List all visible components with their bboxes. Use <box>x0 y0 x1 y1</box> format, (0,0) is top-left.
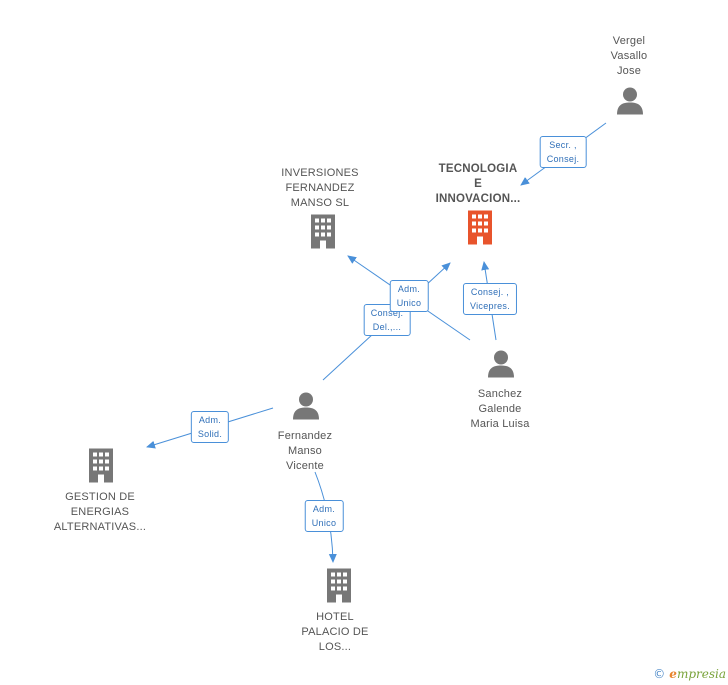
sanchez-node-label[interactable]: Sanchez Galende Maria Luisa <box>470 388 530 430</box>
edge-label-sanchez-tecnologia[interactable]: Consej. , Vicepres. <box>462 283 518 315</box>
copyright-icon: © <box>653 667 666 681</box>
inversiones-node-label[interactable]: INVERSIONES FERNANDEZ MANSO SL <box>281 167 359 209</box>
empresia-logo: ©empresia <box>653 667 726 681</box>
brand-initial: e <box>669 667 677 681</box>
edge-label-vergel-tecnologia[interactable]: Secr. , Consej. <box>539 136 587 168</box>
building-icon[interactable] <box>324 568 354 609</box>
person-icon[interactable] <box>486 350 516 383</box>
vergel-node-label[interactable]: Vergel Vasallo Jose <box>610 35 648 77</box>
gestion-node-label[interactable]: GESTION DE ENERGIAS ALTERNATIVAS... <box>53 491 147 533</box>
person-icon[interactable] <box>615 87 645 120</box>
edge-label-fernandez-hotel[interactable]: Adm. Unico <box>304 500 344 532</box>
edge-label-fernandez-gestion[interactable]: Adm. Solid. <box>190 411 230 443</box>
tecnologia-node-label[interactable]: TECNOLOGIA E INNOVACION... <box>435 163 521 205</box>
building-icon[interactable] <box>308 214 338 255</box>
person-icon[interactable] <box>291 392 321 425</box>
building-icon[interactable] <box>465 210 495 251</box>
hotel-node-label[interactable]: HOTEL PALACIO DE LOS... <box>301 611 369 653</box>
fernandez-node-label[interactable]: Fernandez Manso Vicente <box>277 430 333 472</box>
brand-name: mpresia <box>676 667 726 681</box>
edge-label-fernandez-tecnologia-unico[interactable]: Adm. Unico <box>389 280 429 312</box>
building-icon[interactable] <box>86 448 116 489</box>
